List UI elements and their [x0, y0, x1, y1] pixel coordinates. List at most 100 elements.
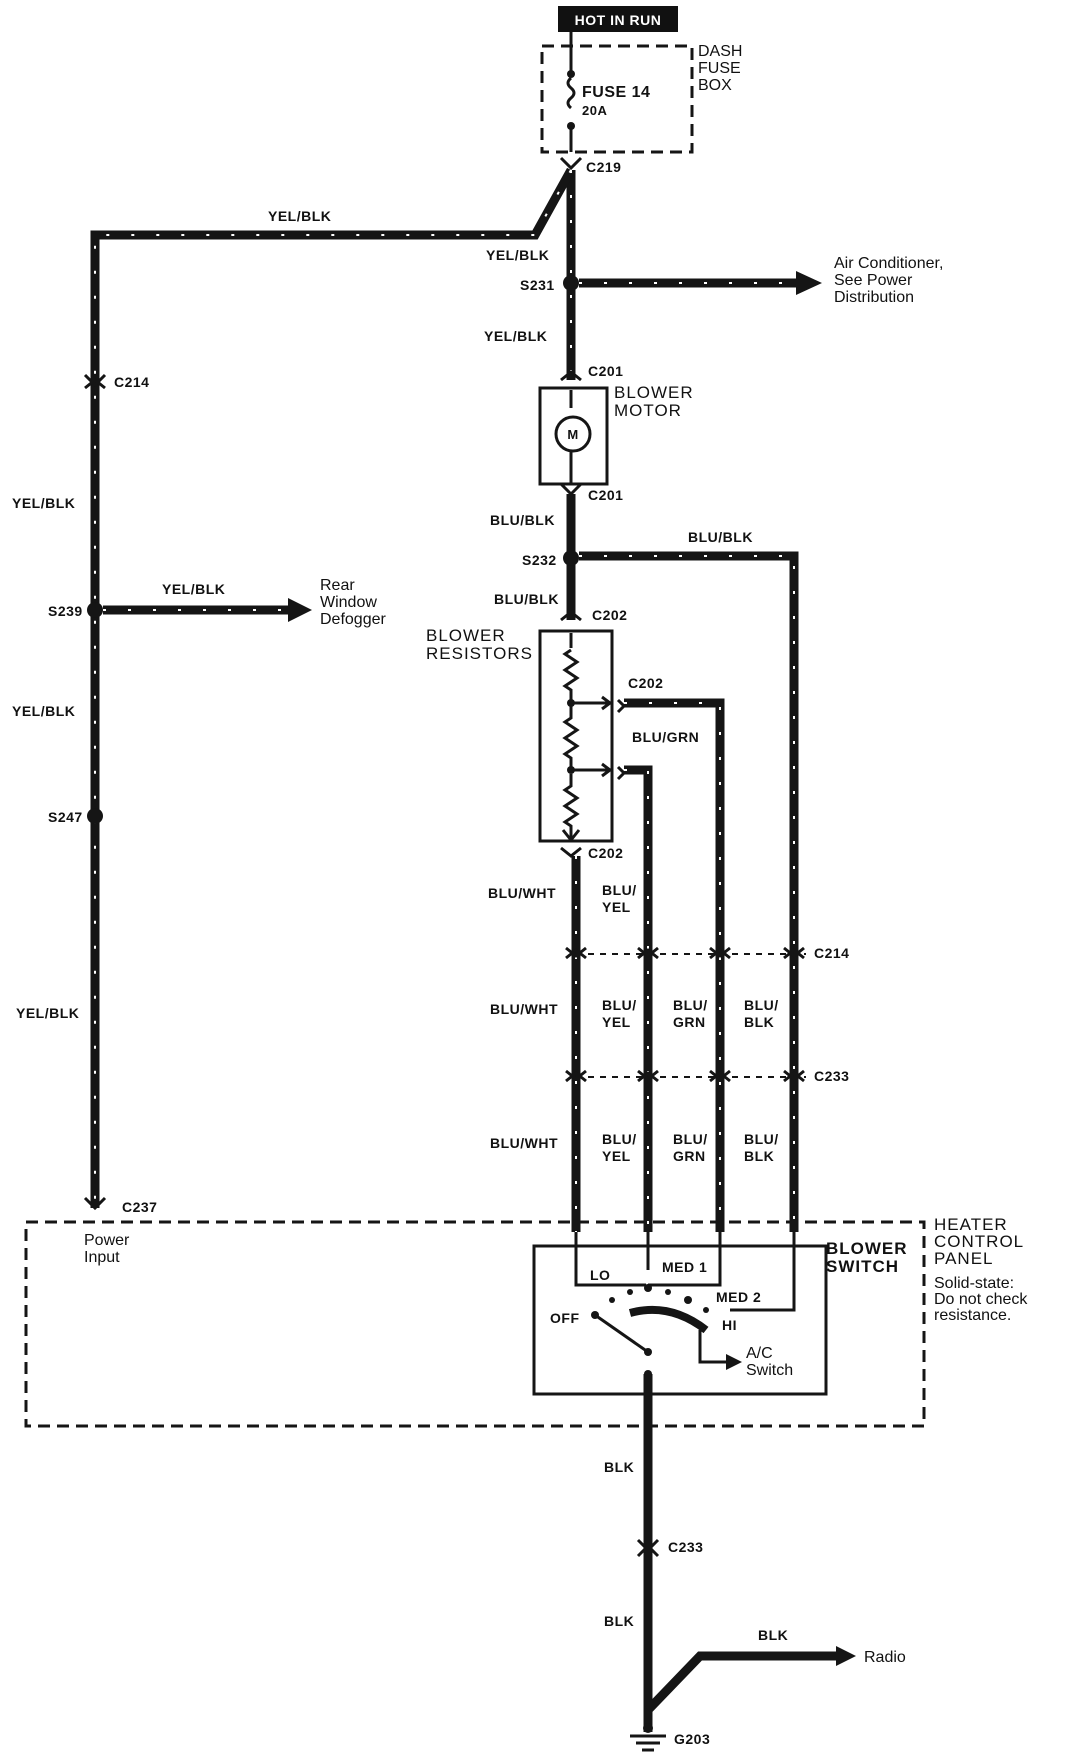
switch-off-label: OFF: [550, 1310, 580, 1326]
fuse-rating: 20A: [582, 103, 607, 118]
dash-fuse-box-label-2: FUSE: [698, 60, 741, 77]
switch-hi-line: [730, 1232, 796, 1312]
switch-arc-contact: [628, 1305, 709, 1334]
wire-label-blu-blk-3b: BLK: [744, 1148, 774, 1164]
heater-panel-label-2: CONTROL: [934, 1232, 1024, 1251]
s247-label: S247: [48, 809, 83, 825]
c237-label: C237: [122, 1199, 157, 1215]
c202-bottom-label: C202: [588, 845, 623, 861]
wire-label-yel-blk-left-1: YEL/BLK: [12, 495, 75, 511]
c233-top-label: C233: [814, 1068, 849, 1084]
c202-top-connector-symbol: [560, 610, 582, 622]
wire-label-blu-yel-1a: BLU/: [602, 882, 637, 898]
wire-label-blu-grn-2b: GRN: [673, 1014, 706, 1030]
resistor-bottom-arrow-icon: [561, 829, 581, 843]
wire-blu-grn: [624, 698, 725, 1232]
wire-label-yel-blk-c219: YEL/BLK: [486, 247, 549, 263]
c233-top-connector-symbols: [565, 1069, 805, 1083]
fuse-symbol: [566, 76, 576, 110]
blower-motor-label-1: BLOWER: [614, 383, 694, 402]
switch-med1-label: MED 1: [662, 1259, 707, 1275]
radio-label: Radio: [864, 1649, 906, 1666]
defogger-label-1: Rear: [320, 577, 355, 594]
resistor-1-symbol: [562, 648, 580, 702]
wire-label-blu-grn-3a: BLU/: [673, 1131, 708, 1147]
blower-switch-label-1: BLOWER: [826, 1239, 908, 1258]
c214-left-label: C214: [114, 374, 149, 390]
hot-in-run-label: HOT IN RUN: [575, 12, 662, 28]
c202-mid-label: C202: [628, 675, 663, 691]
dash-fuse-box: [540, 44, 694, 154]
defogger-label-3: Defogger: [320, 611, 386, 628]
ac-switch-label-2: Switch: [746, 1362, 793, 1379]
c214-right-label: C214: [814, 945, 849, 961]
solid-state-label-3: resistance.: [934, 1307, 1011, 1324]
wire-label-yel-blk-s231: YEL/BLK: [484, 328, 547, 344]
s247-splice: [87, 808, 103, 824]
c219-label: C219: [586, 159, 621, 175]
wire-label-blu-blk-1: BLU/BLK: [490, 512, 555, 528]
power-input-label-1: Power: [84, 1232, 130, 1249]
fuse-name: FUSE 14: [582, 84, 650, 101]
c202-top-label: C202: [592, 607, 627, 623]
defogger-label-2: Window: [320, 594, 377, 611]
blower-resistors-box: [538, 629, 614, 843]
ac-switch-label-1: A/C: [746, 1345, 773, 1362]
s232-splice: [563, 550, 579, 566]
blower-switch-box: [532, 1244, 828, 1396]
c214-right-connector-symbols: [565, 946, 805, 960]
dash-fuse-box-label-3: BOX: [698, 77, 732, 94]
ac-label-2: See Power: [834, 272, 913, 289]
switch-med2-label: MED 2: [716, 1289, 761, 1305]
c219-connector-symbol: [559, 156, 583, 171]
motor-symbol-label: M: [567, 427, 578, 442]
wire-label-blu-yel-1b: YEL: [602, 899, 631, 915]
wire-label-blu-grn-2a: BLU/: [673, 997, 708, 1013]
heater-panel-label-3: PANEL: [934, 1249, 994, 1268]
ac-label-1: Air Conditioner,: [834, 255, 943, 272]
s232-label: S232: [522, 552, 557, 568]
c233-bottom-connector-symbol: [636, 1538, 660, 1558]
wire-label-blu-wht-1: BLU/WHT: [488, 885, 556, 901]
wire-label-blu-wht-2: BLU/WHT: [490, 1001, 558, 1017]
wire-yel-blk-left: [90, 167, 575, 1208]
c201-top-label: C201: [588, 363, 623, 379]
s239-label: S239: [48, 603, 83, 619]
ac-arrow-icon: [796, 271, 822, 295]
hot-in-run-badge: [558, 6, 678, 32]
wire-label-blu-blk-2b: BLK: [744, 1014, 774, 1030]
wire-label-blu-yel-3b: YEL: [602, 1148, 631, 1164]
wire-label-blk-radio: BLK: [758, 1627, 788, 1643]
wire-label-blu-grn-3b: GRN: [673, 1148, 706, 1164]
wire-yel-blk-left-stripe: [94, 169, 572, 1208]
power-input-label-2: Input: [84, 1249, 120, 1266]
wire-label-blu-wht-3: BLU/WHT: [490, 1135, 558, 1151]
c202-bottom-connector-symbol: [560, 846, 582, 858]
c237-connector-symbol: [83, 1196, 107, 1211]
wire-label-blk-1: BLK: [604, 1459, 634, 1475]
g203-point: [643, 1723, 653, 1733]
switch-lo-label: LO: [590, 1267, 610, 1283]
wire-label-yel-blk-defogger: YEL/BLK: [162, 581, 225, 597]
radio-arrow-icon: [836, 1646, 856, 1666]
wire-label-blu-blk-3a: BLU/: [744, 1131, 779, 1147]
blower-resistors-label-1: BLOWER: [426, 626, 506, 645]
resistor-tap-1-arrow-icon: [601, 695, 613, 711]
blower-motor-label-2: MOTOR: [614, 401, 682, 420]
ac-switch-line: [698, 1330, 732, 1364]
wire-label-blu-grn: BLU/GRN: [632, 729, 699, 745]
resistor-3-symbol: [562, 774, 580, 840]
switch-lo-line: [574, 1232, 646, 1287]
resistor-tap-2-arrow-icon: [601, 762, 613, 778]
heater-control-panel-box: [24, 1220, 926, 1428]
c201-bottom-label: C201: [588, 487, 623, 503]
wire-blk-radio: [644, 1651, 840, 1714]
wire-label-blu-blk-2: BLU/BLK: [494, 591, 559, 607]
c233-bottom-label: C233: [668, 1539, 703, 1555]
wire-label-yel-blk-left-2: YEL/BLK: [12, 703, 75, 719]
s239-splice: [87, 602, 103, 618]
heater-panel-label-1: HEATER: [934, 1215, 1008, 1234]
wire-label-blk-2: BLK: [604, 1613, 634, 1629]
dash-fuse-box-label-1: DASH: [698, 43, 742, 60]
